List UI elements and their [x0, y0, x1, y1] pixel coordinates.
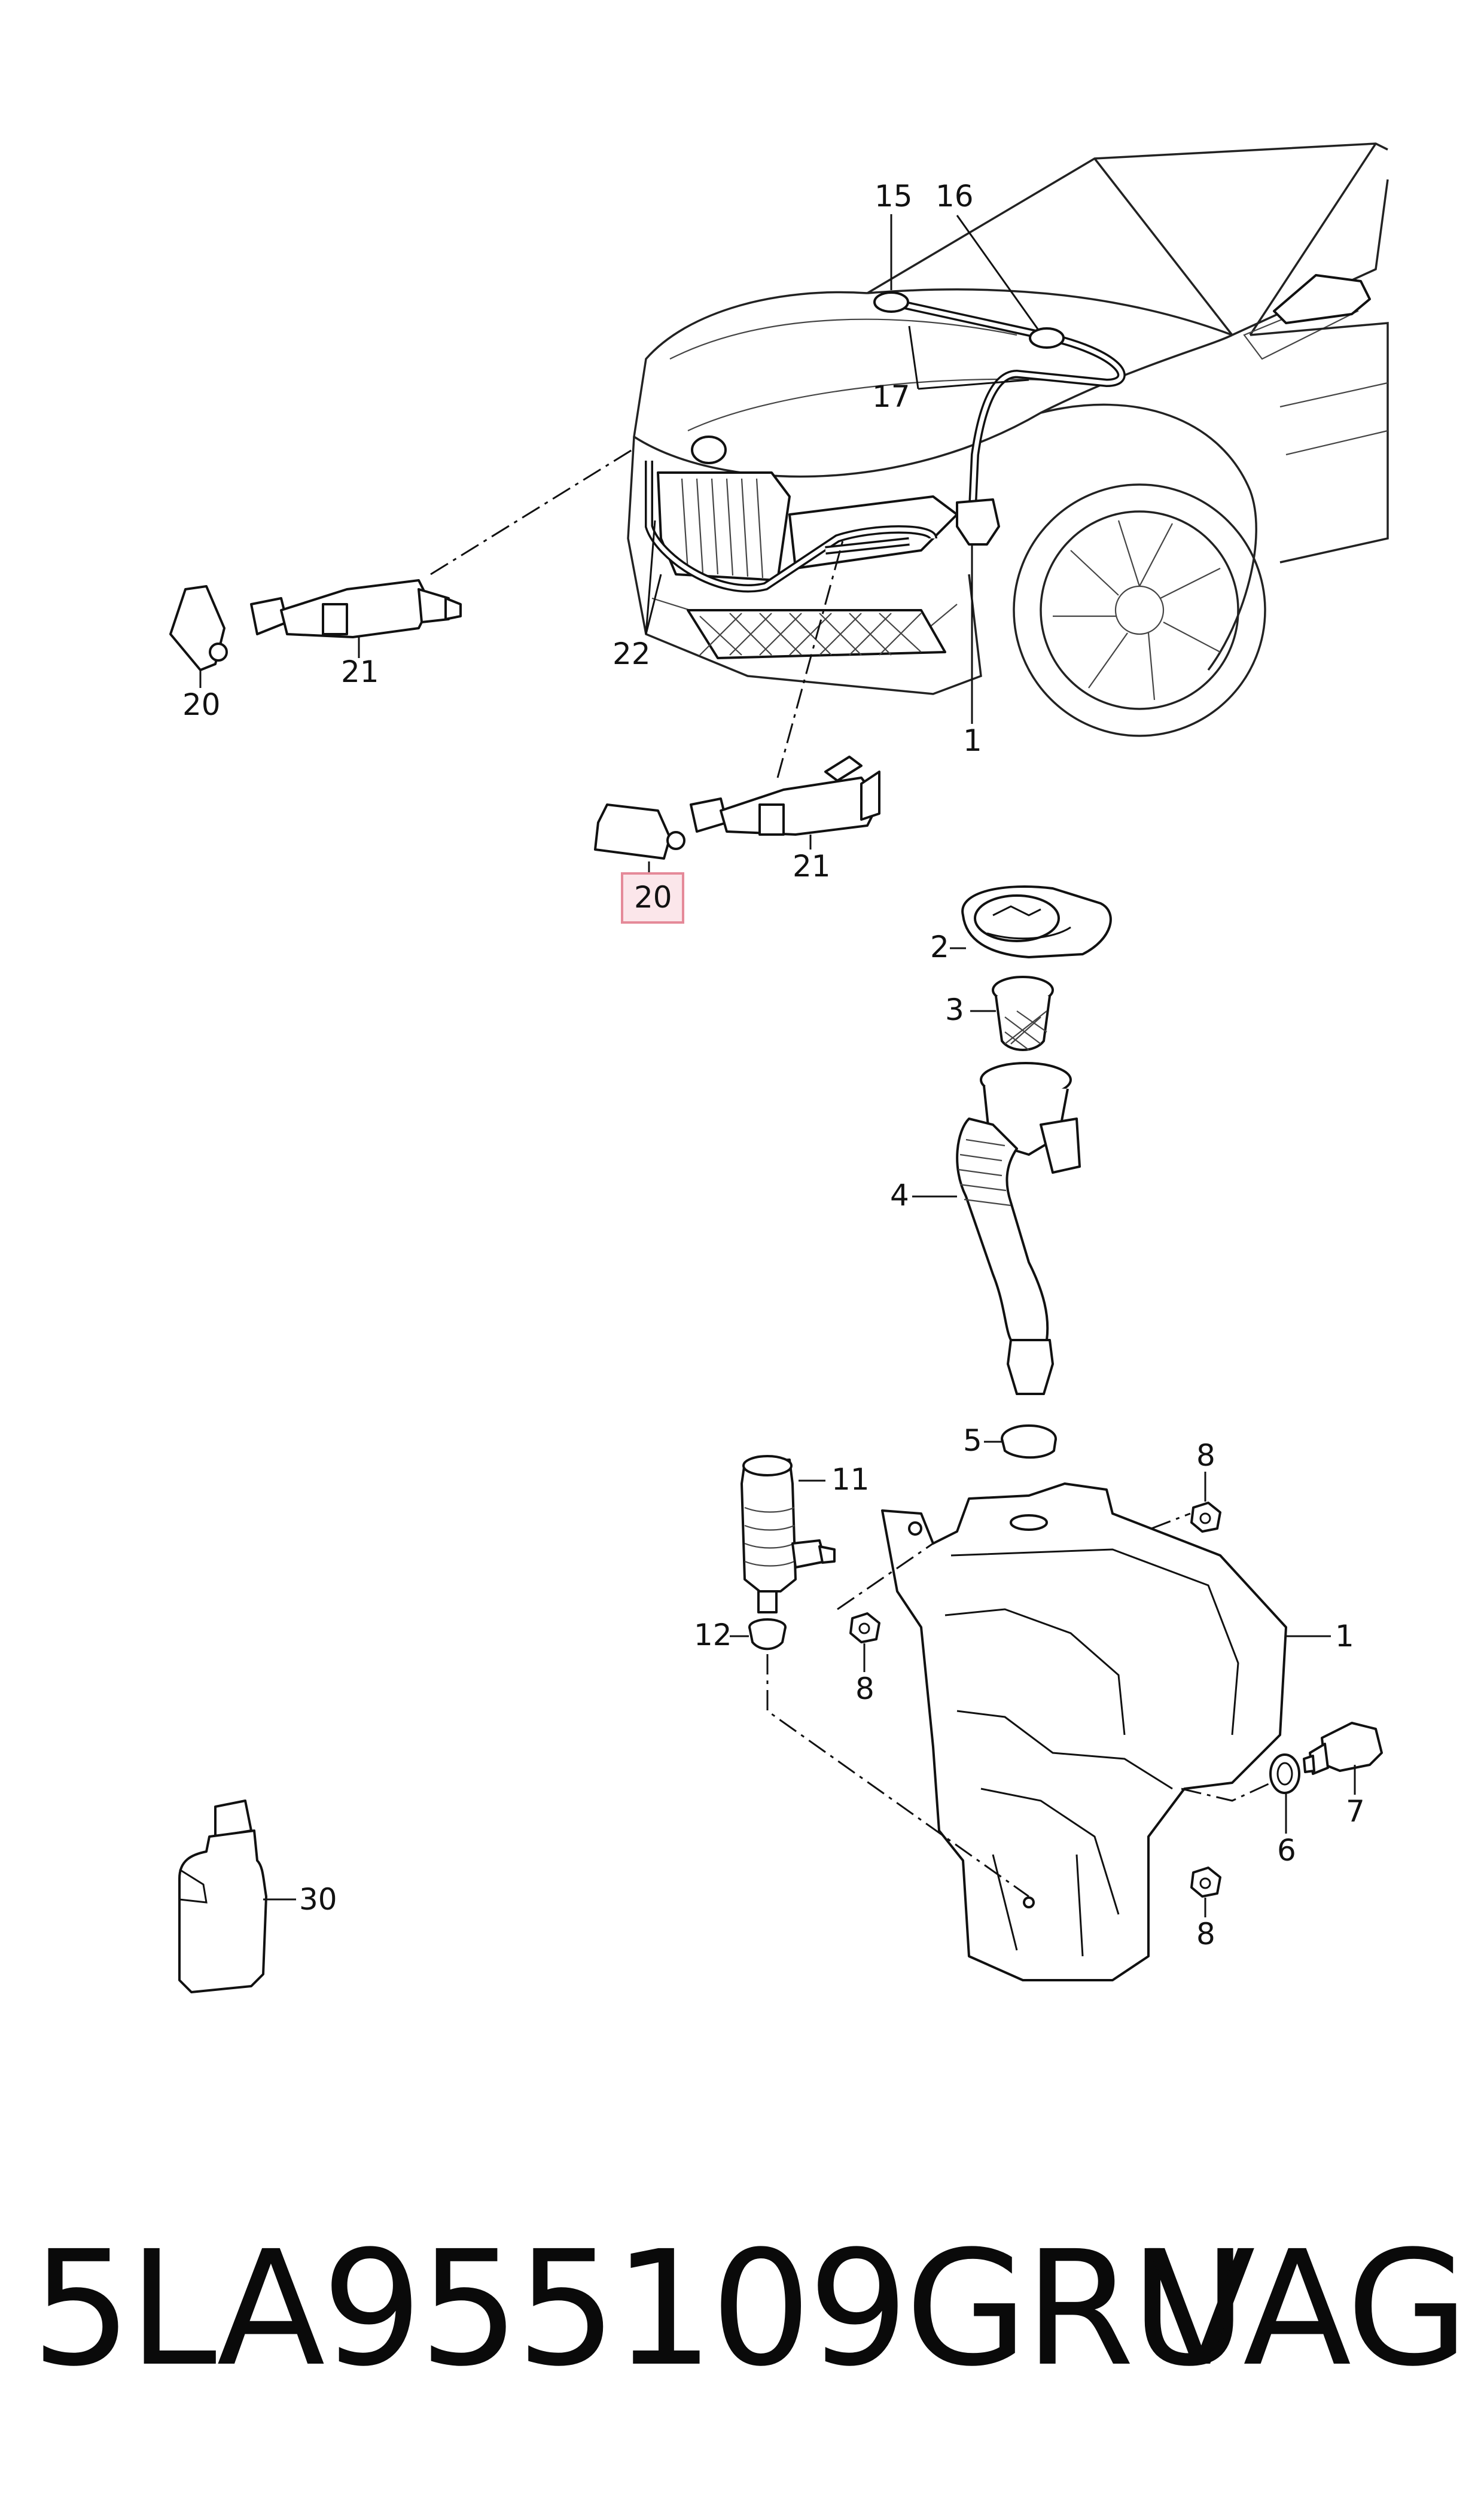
callout-20-left: 20 [182, 687, 221, 722]
callout-30: 30 [299, 1882, 337, 1917]
callout-3: 3 [945, 992, 964, 1027]
callout-1-top: 1 [963, 723, 982, 758]
brand-name: VAG [1147, 2217, 1469, 2401]
hex-nut-middle [837, 1542, 934, 1672]
callout-11: 11 [831, 1462, 870, 1497]
callout-20-selected: 20 [634, 880, 672, 915]
callout-15: 15 [874, 179, 913, 214]
level-sensor-grommet [1181, 1753, 1300, 1834]
pump-grommet [730, 1618, 1029, 1898]
selected-part-highlight [621, 872, 684, 924]
callout-6: 6 [1277, 1833, 1296, 1868]
callout-1-tank: 1 [1335, 1619, 1354, 1654]
car-leader-lines [645, 214, 1039, 724]
callout-12: 12 [694, 1618, 732, 1652]
nozzle-dash-lines [430, 447, 845, 778]
filler-neck-strainer [970, 976, 1054, 1051]
callout-21-left: 21 [341, 654, 379, 689]
callout-21-right: 21 [793, 849, 831, 884]
callout-7: 7 [1346, 1794, 1365, 1829]
filler-neck-hose [912, 1062, 1081, 1395]
callout-labels: 15 16 17 22 1 20 21 20 21 2 3 4 5 11 12 … [182, 179, 1365, 1951]
hex-nut-top [1151, 1472, 1221, 1533]
washer-pump [741, 1455, 836, 1613]
headlight-washer-nozzle-right [690, 756, 880, 850]
washer-hose-routing [645, 291, 1126, 593]
hex-nut-bottom [1190, 1867, 1221, 1917]
headlight-washer-nozzle-left [199, 579, 462, 688]
reservoir-filler-cap [950, 885, 1112, 958]
washer-fluid-bottle [178, 1800, 296, 1993]
headlight-cover-cap-selected [594, 803, 685, 873]
part-number: 5LA955109GRU [31, 2217, 1247, 2401]
callout-8-bottom: 8 [1196, 1917, 1215, 1951]
car-front-illustration [627, 142, 1389, 737]
grommet-seal [984, 1424, 1057, 1459]
callout-22: 22 [613, 637, 651, 671]
washer-fluid-reservoir [881, 1482, 1331, 1981]
callout-16: 16 [936, 179, 974, 214]
headlight-cover-cap-left [169, 585, 228, 671]
callout-8-middle: 8 [855, 1671, 874, 1706]
fluid-level-sensor [1303, 1722, 1383, 1795]
part-footer: 5LA955109GRU VAG [31, 2217, 1469, 2401]
callout-5: 5 [963, 1423, 982, 1458]
callout-2: 2 [930, 930, 949, 964]
callout-8-top: 8 [1196, 1438, 1215, 1473]
callout-17: 17 [872, 379, 910, 414]
callout-4: 4 [890, 1178, 909, 1213]
